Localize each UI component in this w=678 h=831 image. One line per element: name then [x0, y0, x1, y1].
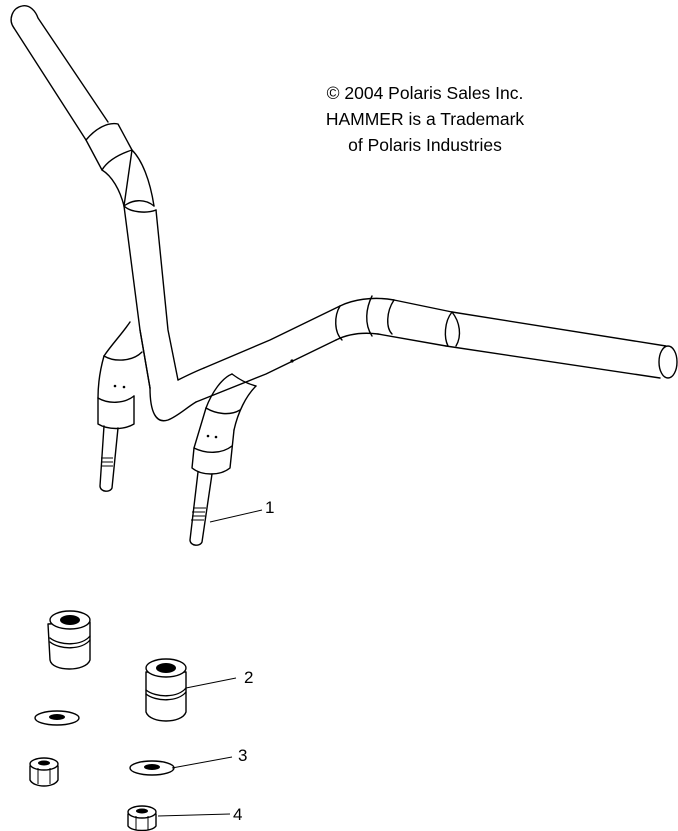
- copyright-line-1: © 2004 Polaris Sales Inc.: [326, 83, 524, 103]
- washer-left: [34, 710, 80, 726]
- nut-left: [29, 757, 59, 787]
- leader-line-3: [171, 756, 233, 769]
- copyright-notice: © 2004 Polaris Sales Inc. HAMMER is a Tr…: [300, 80, 550, 158]
- leader-line-4: [157, 813, 231, 817]
- leader-line-2: [185, 677, 237, 689]
- leader-line-1: [209, 509, 263, 523]
- bushing-right: [145, 658, 187, 722]
- callout-4: 4: [233, 805, 243, 824]
- bushing-left: [47, 610, 91, 670]
- callout-3: 3: [238, 746, 248, 765]
- copyright-line-2: HAMMER is a Trademark: [325, 109, 525, 129]
- left-riser-clamp: [97, 321, 151, 492]
- handlebar: [10, 4, 678, 422]
- callout-1: 1: [265, 498, 275, 517]
- copyright-line-3: of Polaris Industries: [348, 135, 502, 155]
- right-riser-clamp: [189, 373, 257, 546]
- nut-right: [127, 805, 157, 831]
- washer-right: [129, 760, 175, 776]
- callout-2: 2: [244, 668, 254, 687]
